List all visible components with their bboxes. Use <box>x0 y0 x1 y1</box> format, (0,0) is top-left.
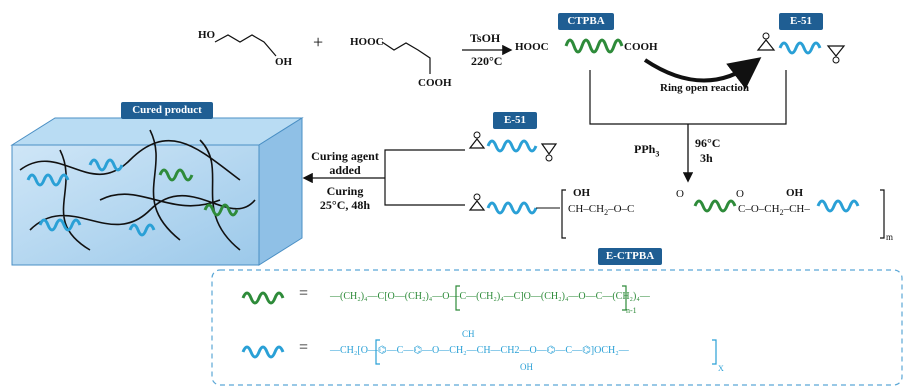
curing-bracket <box>384 149 465 206</box>
diol-top-label: HO <box>198 29 216 41</box>
product-oh1: OH <box>573 187 591 199</box>
diol-bottom-label: OH <box>275 56 293 68</box>
product-c2: C–O–CH2–CH– <box>738 203 810 218</box>
legend-n-label: n-1 <box>626 306 637 315</box>
temp2-label: 96°C <box>695 136 721 150</box>
curing-line2: 25°C, 48h <box>319 198 371 212</box>
e51-mid-badge: E-51 <box>493 112 537 129</box>
e51-top-molecule <box>756 32 846 64</box>
ctpba-spring <box>564 38 624 54</box>
tsoh-label: TsOH <box>470 31 501 45</box>
legend-eq-blue: = <box>299 339 309 356</box>
legend-box <box>211 269 903 386</box>
cured-product-badge: Cured product <box>121 102 213 119</box>
curing-agent-line2: added <box>329 163 361 177</box>
time2-label: 3h <box>700 151 713 165</box>
diacid-bottom-label: COOH <box>418 77 452 89</box>
product-m: m <box>886 232 894 242</box>
legend-green-bracket-r <box>622 285 627 311</box>
curing-line1: Curing <box>326 184 364 198</box>
e51-mid-molecule <box>468 131 558 162</box>
legend-eq-green: = <box>299 285 309 302</box>
legend-green-bracket-l <box>455 285 460 311</box>
product-carbonyl1: O <box>676 188 684 200</box>
product-oh2: OH <box>786 187 804 199</box>
pph3-label: PPh3 <box>634 142 660 159</box>
legend-oh: OH <box>520 362 533 372</box>
plus-sign: + <box>313 32 324 52</box>
e51-top-badge: E-51 <box>779 13 823 30</box>
ectpba-badge: E-CTPBA <box>598 248 662 265</box>
ectpba-chain <box>468 189 885 239</box>
legend-ch3-top: CH <box>462 329 475 339</box>
cured-product-box <box>10 117 304 266</box>
product-carbonyl2: O <box>736 188 744 200</box>
ring-open-label: Ring open reaction <box>660 82 750 94</box>
curing-agent-line1: Curing agent <box>311 149 379 163</box>
ring-open-arrow <box>643 57 762 90</box>
legend-blue-bracket-r <box>712 339 717 365</box>
legend-blue-spring <box>241 345 285 359</box>
legend-x-label: X <box>718 364 724 373</box>
legend-green-spring <box>241 291 285 305</box>
diacid-top-label: HOOC <box>350 36 384 48</box>
ctpba-left-end: HOOC <box>515 41 549 53</box>
ctpba-badge: CTPBA <box>558 13 614 30</box>
diacid-chain <box>381 41 431 74</box>
legend-blue-formula: —CH₂[O—⌬—C—⌬—O—CH₂—CH—CH2—O—⌬—C—⌬]OCH₂— <box>330 345 629 356</box>
legend-blue-bracket-l <box>375 339 380 365</box>
temp-label: 220°C <box>471 54 503 68</box>
diol-chain <box>214 34 277 57</box>
legend-green-formula: —(CH₂)₄—C[O—(CH₂)₄—O—C—(CH₂)₄—C]O—(CH₂)₄… <box>330 291 650 302</box>
ctpba-right-end: COOH <box>624 41 658 53</box>
product-ch-group: CH–CH2–O–C <box>568 203 635 218</box>
